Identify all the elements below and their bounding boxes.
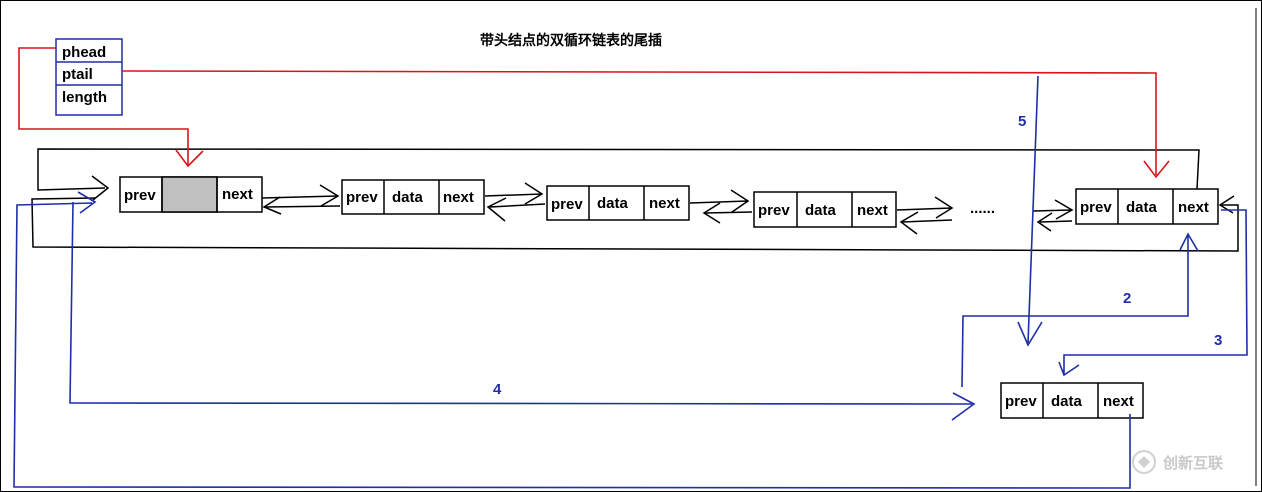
node-prev-label: prev <box>346 189 378 206</box>
tail-node: prev data next <box>1075 188 1219 225</box>
watermark-logo-icon <box>1132 450 1156 474</box>
list-node: prev data next <box>341 179 485 215</box>
node-next-label: next <box>1103 393 1134 410</box>
node-next-label: next <box>222 186 253 203</box>
list-node: prev data next <box>546 185 690 221</box>
diagram-title: 带头结点的双循环链表的尾插 <box>480 32 662 49</box>
node-prev-label: prev <box>551 196 583 213</box>
step-3-label: 3 <box>1214 332 1222 349</box>
node-next-label: next <box>649 195 680 212</box>
struct-field-phead: phead <box>62 44 106 61</box>
list-node: prev data next <box>753 191 897 228</box>
watermark-text: 创新互联 <box>1162 454 1224 472</box>
head-node: prev next <box>119 176 263 213</box>
ellipsis: ...... <box>970 200 995 217</box>
node-next-label: next <box>857 202 888 219</box>
node-data-label: data <box>597 195 629 212</box>
watermark: 创新互联 <box>1132 450 1224 474</box>
struct-field-ptail: ptail <box>62 66 93 83</box>
node-data-label: data <box>1126 199 1158 216</box>
node-data-label: data <box>1051 393 1083 410</box>
list-struct-box: phead ptail length <box>55 38 123 116</box>
node-link-arrows <box>31 148 1239 252</box>
node-prev-label: prev <box>758 202 790 219</box>
step-2-label: 2 <box>1123 290 1131 307</box>
node-data-label: data <box>392 189 424 206</box>
step-4-label: 4 <box>493 381 502 398</box>
node-data-label: data <box>805 202 837 219</box>
node-next-label: next <box>1178 199 1209 216</box>
step-5-label: 5 <box>1018 113 1026 130</box>
node-prev-label: prev <box>124 187 156 204</box>
new-node: prev data next <box>1000 382 1144 419</box>
pointer-arrows-red <box>18 47 1170 179</box>
step-arrows-blue <box>13 75 1248 489</box>
struct-field-length: length <box>62 89 107 106</box>
head-node-data-cell <box>161 176 218 213</box>
node-prev-label: prev <box>1005 393 1037 410</box>
node-next-label: next <box>443 189 474 206</box>
node-prev-label: prev <box>1080 199 1112 216</box>
